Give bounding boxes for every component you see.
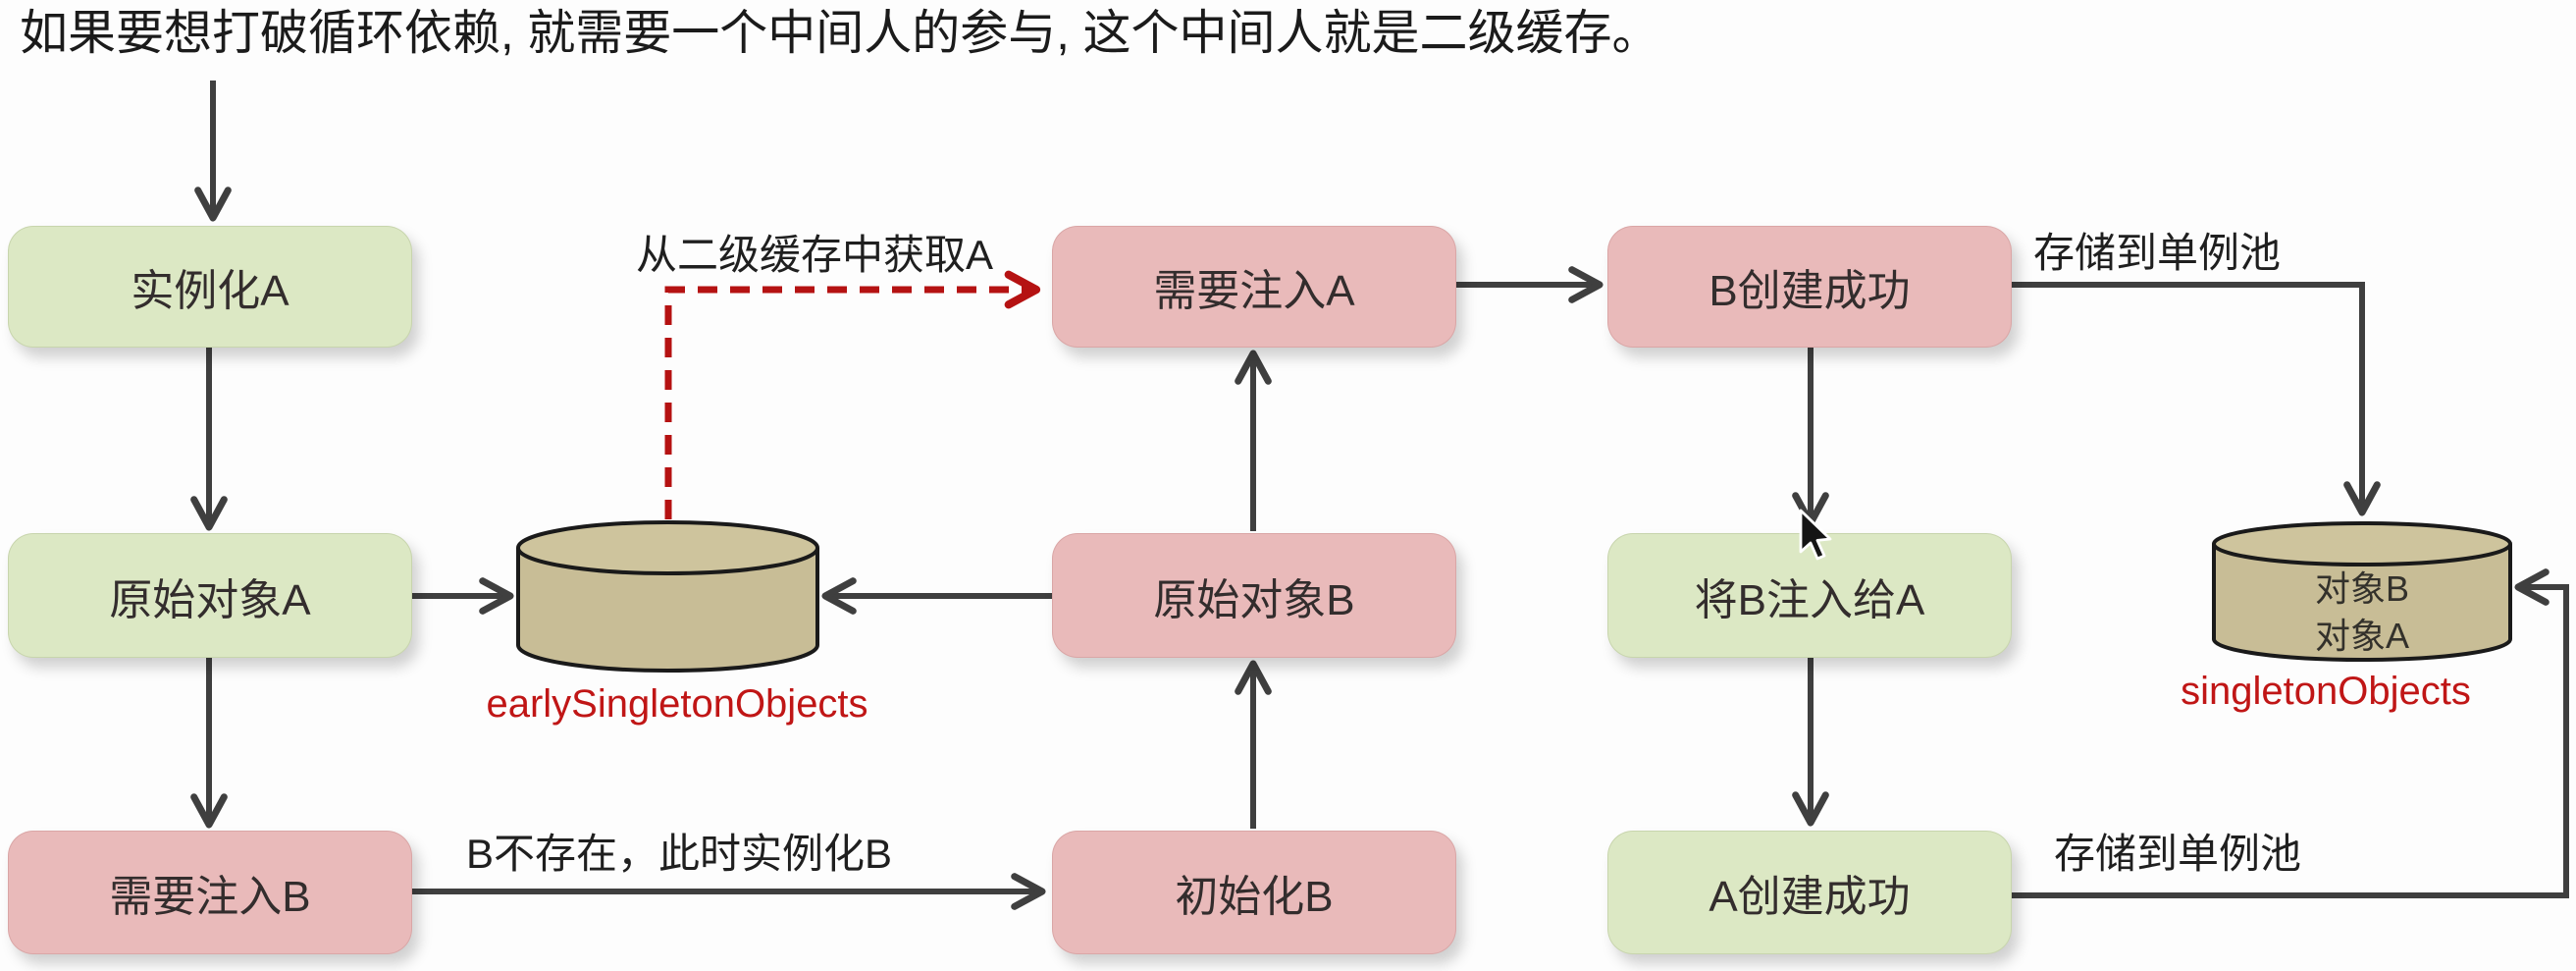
cylinder-singleton-objects: 对象B 对象A: [2212, 521, 2512, 662]
node-need-inject-b: 需要注入B: [8, 831, 412, 954]
node-need-inject-a: 需要注入A: [1052, 226, 1456, 348]
node-raw-object-a: 原始对象A: [8, 533, 412, 658]
node-inject-b-into-a: 将B注入给A: [1607, 533, 2012, 658]
mouse-cursor-icon: [1799, 509, 1832, 561]
b-created-to-singleton-pool-arrow: [2010, 282, 2381, 516]
label-b-not-exist-instantiate-b: B不存在，此时实例化B: [466, 831, 893, 877]
cache-name-label-early-singleton-objects: earlySingletonObjects: [486, 682, 868, 726]
a-created-to-singleton-pool-arrow: [2010, 568, 2569, 898]
node-a-created: A创建成功: [1607, 831, 2012, 954]
label-store-to-singleton-pool-top: 存储到单例池: [2033, 230, 2282, 276]
node-raw-object-b: 原始对象B: [1052, 533, 1456, 658]
cylinder-early-singleton-objects: [516, 520, 819, 673]
page-title: 如果要想打破循环依赖, 就需要一个中间人的参与, 这个中间人就是二级缓存。: [20, 7, 1660, 60]
cache-name-label-singleton-objects: singletonObjects: [2181, 670, 2471, 713]
node-initialize-b: 初始化B: [1052, 831, 1456, 954]
cylinder-item-singleton-objects-1: 对象A: [2315, 616, 2409, 656]
cylinder-item-singleton-objects-0: 对象B: [2315, 568, 2409, 609]
label-store-to-singleton-pool-bottom: 存储到单例池: [2054, 831, 2302, 877]
node-instantiate-a: 实例化A: [8, 226, 412, 348]
label-get-a-from-second-level-cache: 从二级缓存中获取A: [636, 232, 994, 278]
early-cache-to-need-inject-a-arrow: [664, 270, 1041, 519]
node-b-created: B创建成功: [1607, 226, 2012, 348]
